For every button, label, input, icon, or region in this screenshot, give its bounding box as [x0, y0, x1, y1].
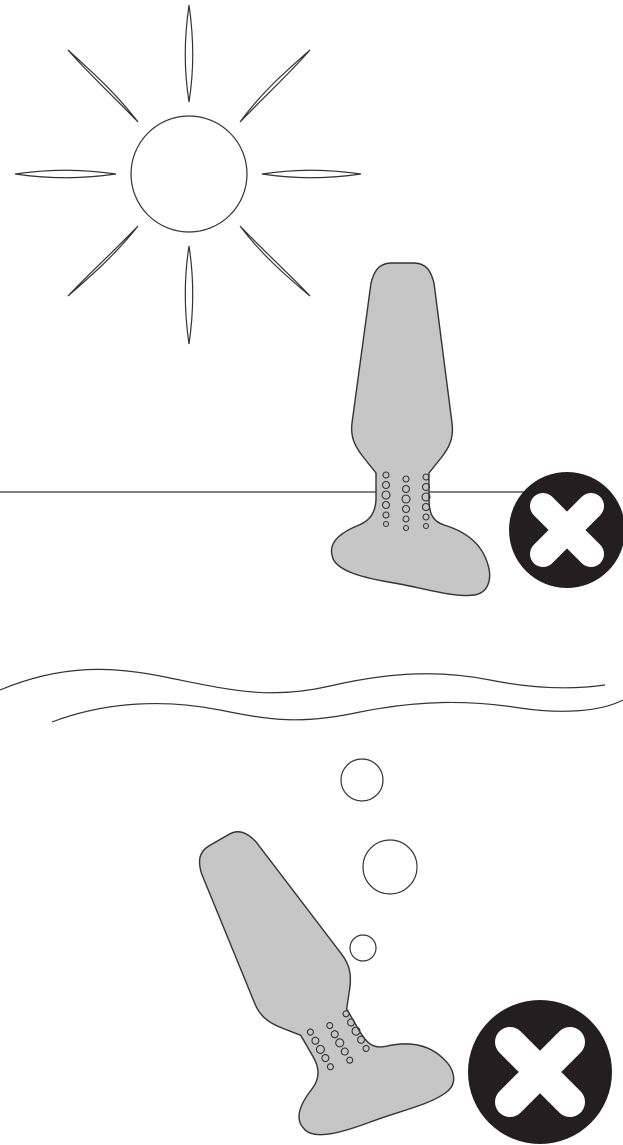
sun-core: [131, 116, 247, 232]
cross-icon: [468, 1000, 612, 1144]
bubble-large: [363, 840, 417, 894]
wave-icon: [0, 669, 623, 722]
sun-ray-right: [262, 170, 361, 178]
sun-ray-top-right: [240, 50, 310, 122]
product-icon: [331, 263, 489, 596]
bubble-icon: [341, 759, 417, 961]
sun-ray-top-left: [68, 50, 138, 122]
cross-icon: [509, 472, 623, 588]
wave-line-1: [0, 669, 605, 692]
sun-ray-bottom-right: [240, 226, 310, 296]
bubble-small: [350, 935, 376, 961]
sun-ray-left: [15, 170, 116, 178]
sun-icon: [15, 5, 361, 344]
sun-ray-bottom-left: [68, 226, 138, 296]
product-icon-submerged: [157, 797, 460, 1145]
sun-ray-bottom: [185, 246, 193, 344]
wave-line-2: [52, 700, 623, 722]
bubble-medium: [341, 759, 383, 801]
sun-ray-top: [185, 5, 193, 102]
